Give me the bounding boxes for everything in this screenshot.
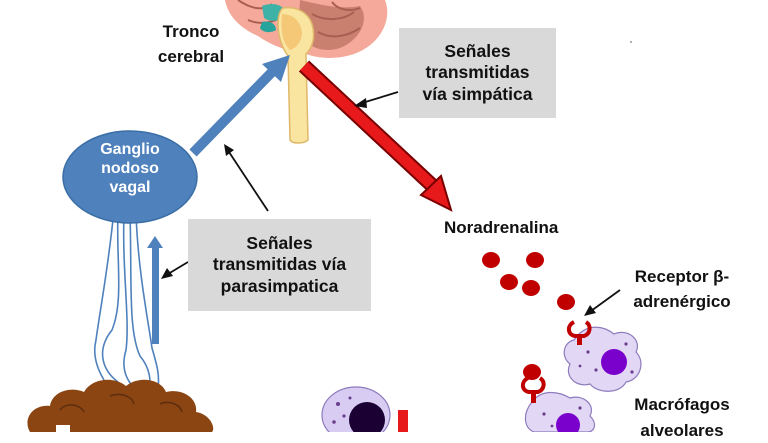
- ganglio-line1: Ganglio: [80, 140, 180, 159]
- macrofagos-line2: alveolares: [612, 418, 752, 443]
- senales-simpatica-text: Señales transmitidas vía simpática: [423, 41, 533, 105]
- tronco-label-line1: Tronco: [137, 20, 245, 45]
- senales-parasimpatica-text: Señales transmitidas vía parasimpatica: [213, 233, 346, 297]
- receptor-line2: adrenérgico: [612, 290, 752, 315]
- parasimpatica-line2: transmitidas vía: [213, 254, 346, 275]
- parasimpatica-line3: parasimpatica: [213, 276, 346, 297]
- senales-parasimpatica-box: Señales transmitidas vía parasimpatica: [188, 219, 371, 311]
- pointer-arrow-parasimpatica-top: [224, 144, 268, 211]
- simpatica-line1: Señales: [423, 41, 533, 62]
- simpatica-line2: transmitidas: [423, 62, 533, 83]
- ganglio-label: Ganglio nodoso vagal: [80, 140, 180, 198]
- diagram-canvas: [0, 0, 768, 432]
- macrofagos-line1: Macrófagos: [612, 392, 752, 418]
- pointer-arrow-simpatica: [354, 92, 398, 108]
- lung-tissue: [27, 380, 213, 432]
- noradrenalina-label: Noradrenalina: [444, 218, 604, 239]
- simpatica-line3: vía simpática: [423, 84, 533, 105]
- vagal-nerve-fibers: [95, 210, 159, 392]
- senales-simpatica-box: Señales transmitidas vía simpática: [399, 28, 556, 118]
- beta-receptor-upper: [557, 294, 590, 345]
- pointer-arrow-parasimpatica-left: [161, 262, 188, 279]
- ganglio-line3: vagal: [80, 178, 180, 197]
- noradrenaline-molecules: [482, 252, 544, 296]
- receptor-line1: Receptor β-: [612, 265, 752, 290]
- vagal-arrow-shaft: [193, 71, 273, 153]
- tronco-cerebral-label: Tronco cerebral: [137, 20, 245, 69]
- ascending-signal-arrow-head: [147, 236, 163, 248]
- ascending-signal-arrow-shaft: [152, 246, 159, 344]
- ganglio-line2: nodoso: [80, 159, 180, 178]
- red-bar-marker: [398, 410, 408, 432]
- parasimpatica-line1: Señales: [213, 233, 346, 254]
- macrofagos-label: Macrófagos alveolares: [612, 392, 752, 443]
- tronco-label-line2: cerebral: [137, 45, 245, 70]
- immune-cell: [322, 387, 390, 432]
- receptor-label: Receptor β- adrenérgico: [612, 265, 752, 314]
